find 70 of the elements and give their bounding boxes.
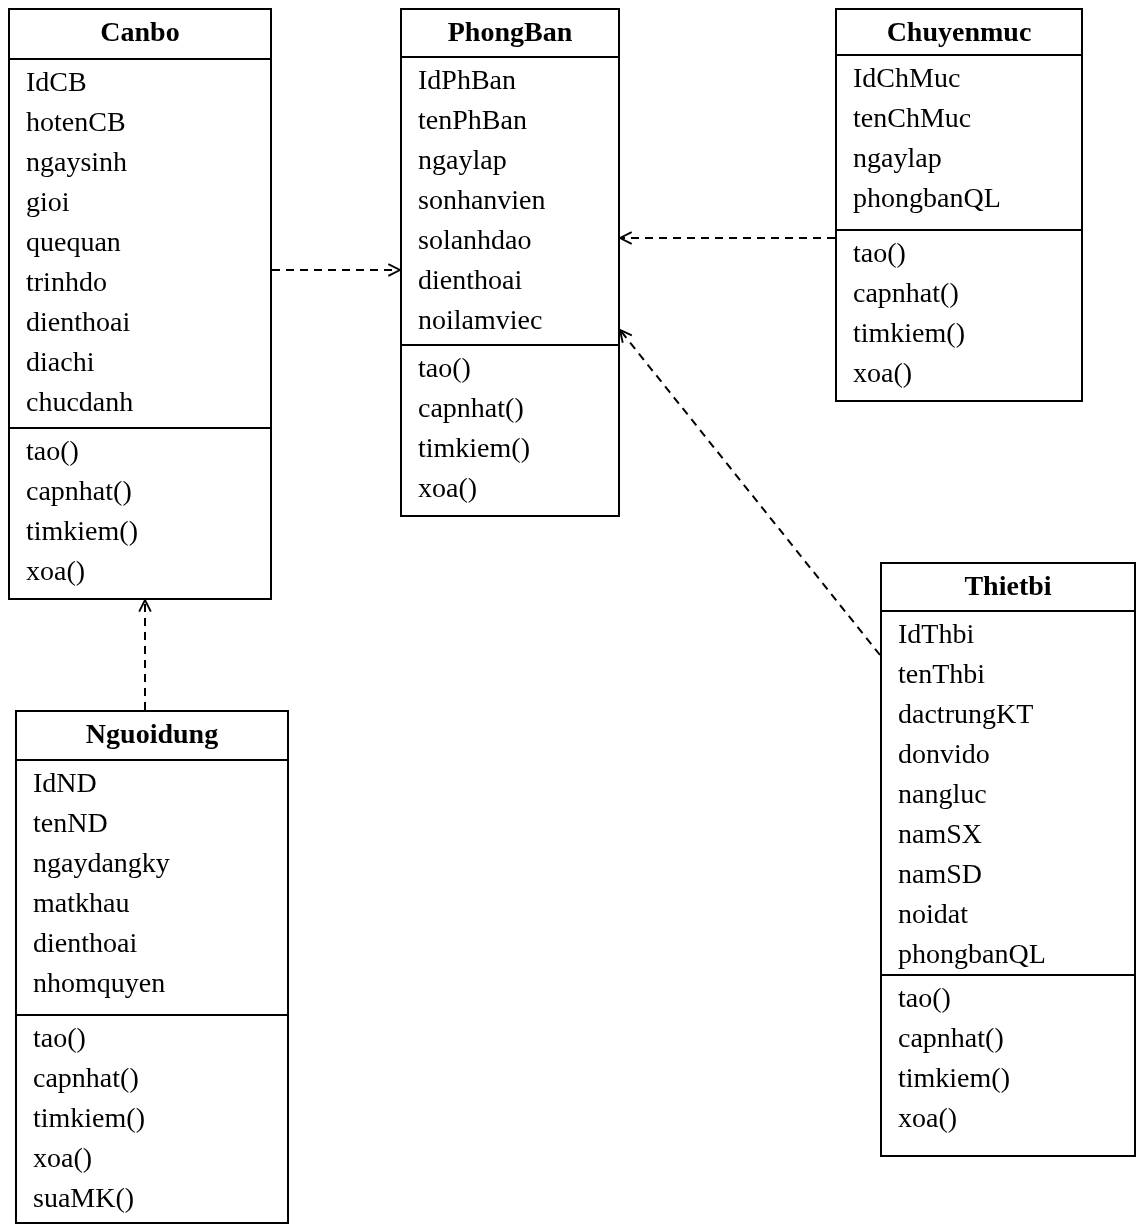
method-name: tao() (418, 351, 471, 385)
method-name: capnhat() (33, 1061, 139, 1095)
method-name: xoa() (26, 554, 86, 588)
attribute-name: tenThbi (898, 657, 986, 691)
attribute-name: dactrungKT (898, 697, 1034, 731)
method-name: timkiem() (26, 514, 138, 548)
method-name: xoa() (898, 1101, 958, 1135)
class-box (8, 8, 272, 600)
attribute-name: quequan (26, 225, 121, 259)
attribute-name: IdND (33, 766, 97, 800)
attribute-name: dienthoai (26, 305, 131, 339)
attribute-name: IdPhBan (418, 63, 516, 97)
attribute-name: noilamviec (418, 303, 543, 337)
attribute-name: tenND (33, 806, 108, 840)
method-name: xoa() (853, 356, 913, 390)
attribute-name: donvido (898, 737, 990, 771)
dependency-arrow (619, 231, 836, 245)
attribute-name: IdCB (26, 65, 87, 99)
attribute-name: ngaylap (418, 143, 507, 177)
attribute-name: phongbanQL (898, 937, 1046, 971)
method-name: tao() (853, 236, 906, 270)
attribute-name: hotenCB (26, 105, 126, 139)
attribute-name: dienthoai (33, 926, 138, 960)
attribute-name: matkhau (33, 886, 130, 920)
attribute-name: sonhanvien (418, 183, 546, 217)
class-name: PhongBan (447, 15, 573, 49)
attribute-name: ngaylap (853, 141, 942, 175)
class-box (835, 8, 1083, 402)
attribute-name: tenPhBan (418, 103, 527, 137)
class-name: Chuyenmuc (886, 15, 1032, 49)
attribute-name: nhomquyen (33, 966, 166, 1000)
attribute-name: namSX (898, 817, 982, 851)
method-name: tao() (898, 981, 951, 1015)
method-name: xoa() (418, 471, 478, 505)
attribute-name: nangluc (898, 777, 987, 811)
attribute-name: trinhdo (26, 265, 107, 299)
class-box (15, 710, 289, 1224)
class-box (400, 8, 620, 517)
method-name: timkiem() (418, 431, 530, 465)
attribute-name: IdThbi (898, 617, 975, 651)
class-name: Canbo (100, 15, 180, 49)
method-name: tao() (26, 434, 79, 468)
method-name: xoa() (33, 1141, 93, 1175)
method-name: capnhat() (418, 391, 524, 425)
attribute-name: solanhdao (418, 223, 532, 257)
class-box (880, 562, 1136, 1157)
dependency-arrow (271, 263, 401, 277)
dependency-arrow (138, 599, 152, 711)
method-name: timkiem() (33, 1101, 145, 1135)
class-name: Thietbi (964, 569, 1052, 603)
class-name: Nguoidung (85, 717, 219, 751)
method-name: timkiem() (853, 316, 965, 350)
attribute-name: noidat (898, 897, 968, 931)
method-name: timkiem() (898, 1061, 1010, 1095)
method-name: capnhat() (26, 474, 132, 508)
method-name: capnhat() (853, 276, 959, 310)
attribute-name: IdChMuc (853, 61, 961, 95)
method-name: capnhat() (898, 1021, 1004, 1055)
attribute-name: gioi (26, 185, 70, 219)
attribute-name: namSD (898, 857, 982, 891)
method-name: tao() (33, 1021, 86, 1055)
attribute-name: phongbanQL (853, 181, 1001, 215)
dependency-arrow (619, 329, 881, 656)
attribute-name: diachi (26, 345, 95, 379)
method-name: suaMK() (33, 1181, 135, 1215)
attribute-name: ngaysinh (26, 145, 128, 179)
attribute-name: ngaydangky (33, 846, 170, 880)
attribute-name: dienthoai (418, 263, 523, 297)
attribute-name: tenChMuc (853, 101, 972, 135)
attribute-name: chucdanh (26, 385, 134, 419)
